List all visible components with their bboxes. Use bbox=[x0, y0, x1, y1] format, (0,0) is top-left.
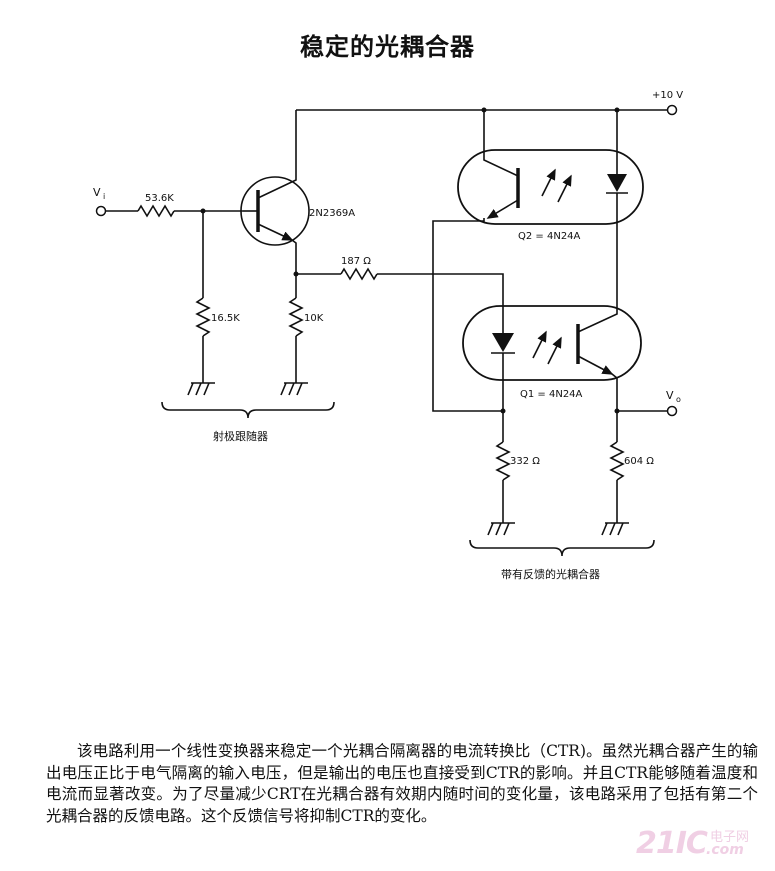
r-in-label: 53.6K bbox=[145, 193, 174, 204]
q1-label: Q1 = 4N24A bbox=[520, 389, 583, 400]
supply-label: +10 V bbox=[652, 90, 683, 101]
vo-label: V bbox=[666, 389, 674, 402]
circuit-diagram: Q2 = 4N24A Q1 = 4N24A bbox=[93, 90, 683, 581]
brace-feedback-optocoupler bbox=[469, 539, 655, 557]
transistor-2n2369a bbox=[240, 110, 310, 274]
watermark-logo: 21IC bbox=[636, 826, 708, 861]
group-left-label: 射极跟随器 bbox=[213, 429, 268, 443]
resistor-53-6k bbox=[137, 204, 175, 218]
transistor-label: 2N2369A bbox=[309, 208, 355, 219]
vo-subscript: o bbox=[676, 395, 681, 404]
r-332-label: 332 Ω bbox=[510, 456, 540, 467]
q2-label: Q2 = 4N24A bbox=[518, 231, 581, 242]
vi-label: V bbox=[93, 186, 101, 199]
ground-symbol bbox=[601, 522, 629, 536]
resistor-10k bbox=[288, 297, 304, 337]
r-emitter-label: 10K bbox=[304, 313, 324, 324]
supply-terminal bbox=[666, 104, 678, 116]
output-terminal bbox=[666, 405, 678, 417]
group-right-label: 带有反馈的光耦合器 bbox=[501, 567, 600, 581]
description-paragraph: 该电路利用一个线性变换器来稳定一个光耦合隔离器的电流转换比（CTR)。虽然光耦合… bbox=[46, 742, 758, 825]
watermark-top: 电子网 bbox=[710, 830, 750, 845]
resistor-187 bbox=[340, 267, 378, 281]
ground-symbol bbox=[280, 382, 308, 396]
vi-subscript: i bbox=[103, 192, 105, 201]
input-terminal bbox=[95, 205, 107, 217]
site-watermark: 21IC 电子网 .com bbox=[636, 824, 766, 864]
resistor-16-5k bbox=[195, 297, 211, 337]
r-bias-label: 16.5K bbox=[211, 313, 240, 324]
ground-symbol bbox=[487, 522, 515, 536]
watermark-bottom: .com bbox=[706, 842, 744, 858]
page-title: 稳定的光耦合器 bbox=[300, 33, 475, 61]
junction-feedback bbox=[500, 408, 506, 414]
resistor-604 bbox=[609, 441, 625, 481]
brace-emitter-follower bbox=[161, 401, 335, 419]
ground-symbol bbox=[187, 382, 215, 396]
optocoupler-q2 bbox=[457, 110, 644, 225]
r-604-label: 604 Ω bbox=[624, 456, 654, 467]
resistor-332 bbox=[495, 441, 511, 481]
r-series-label: 187 Ω bbox=[341, 256, 371, 267]
optocoupler-q1 bbox=[462, 305, 642, 381]
